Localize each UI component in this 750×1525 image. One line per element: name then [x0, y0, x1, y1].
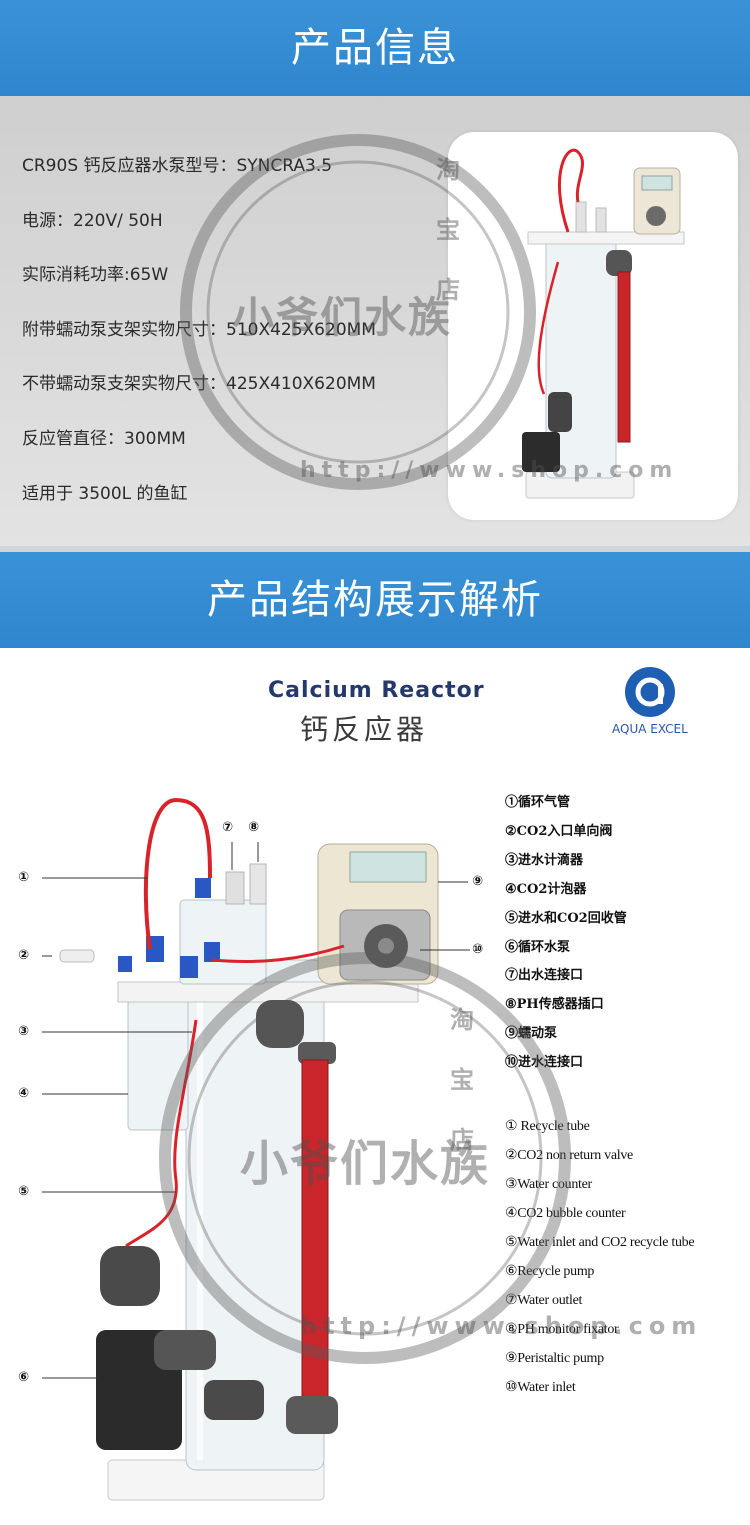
- brand-title-en: Calcium Reactor: [268, 678, 485, 703]
- legend-en-item: ⑤Water inlet and CO2 recycle tube: [505, 1235, 695, 1250]
- callout-2: ②: [18, 948, 30, 963]
- product-photo-card: [448, 132, 738, 520]
- legend-en-item: ⑧PH monitor fixator: [505, 1322, 619, 1337]
- spec-tube-diameter: 反应管直径：300MM: [22, 429, 186, 449]
- callout-8: ⑧: [248, 820, 260, 835]
- legend-cn-item: ②CO2入口单向阀: [505, 824, 613, 839]
- watermark-url: http://www.shop.com: [300, 1312, 703, 1340]
- section-header-product-info: 产品信息: [0, 0, 750, 96]
- callout-4: ④: [18, 1086, 30, 1101]
- legend-cn-item: ⑤进水和CO2回收管: [505, 911, 627, 926]
- callout-3: ③: [18, 1024, 30, 1039]
- spec-pump-model: CR90S 钙反应器水泵型号：SYNCRA3.5: [22, 156, 333, 176]
- callout-10: ⑩: [472, 942, 484, 957]
- callout-6: ⑥: [18, 1370, 30, 1385]
- legend-en-item: ③Water counter: [505, 1177, 592, 1192]
- legend-en-item: ④CO2 bubble counter: [505, 1206, 626, 1221]
- spec-consumption: 实际消耗功率:65W: [22, 265, 169, 285]
- spec-size-without-bracket: 不带蠕动泵支架实物尺寸：425X410X620MM: [22, 374, 376, 394]
- legend-en-item: ②CO2 non return valve: [505, 1148, 633, 1163]
- callout-5: ⑤: [18, 1184, 30, 1199]
- legend-cn-item: ⑦出水连接口: [505, 968, 584, 983]
- legend-en-item: ① Recycle tube: [505, 1119, 590, 1134]
- spec-power: 电源：220V/ 50H: [22, 211, 163, 231]
- legend-en-item: ⑨Peristaltic pump: [505, 1351, 604, 1366]
- section-title: 产品结构展示解析: [207, 577, 543, 623]
- section-title: 产品信息: [291, 25, 459, 71]
- watermark-store-label: 淘宝店: [450, 1006, 504, 1154]
- callout-9: ⑨: [472, 874, 484, 889]
- legend-cn-item: ③进水计滴器: [505, 853, 584, 868]
- legend-en-item: ⑩Water inlet: [505, 1380, 576, 1395]
- aqua-excel-logo-icon: [625, 667, 675, 717]
- legend-en-item: ⑦Water outlet: [505, 1293, 583, 1308]
- reactor-photo-small: [522, 148, 685, 499]
- legend-cn-item: ⑨蠕动泵: [505, 1026, 558, 1041]
- watermark-store-name: 小爷们水族: [232, 293, 453, 342]
- legend-cn-item: ⑥循环水泵: [505, 940, 571, 955]
- legend-en-item: ⑥Recycle pump: [505, 1264, 595, 1279]
- section-header-structure: 产品结构展示解析: [0, 552, 750, 648]
- logo-brand-name: AQUA EXCEL: [612, 722, 688, 736]
- callout-1: ①: [18, 870, 30, 885]
- callout-7: ⑦: [222, 820, 234, 835]
- reactor-diagram: [42, 797, 470, 1501]
- watermark-store-name: 小爷们水族: [240, 1136, 491, 1192]
- spec-size-with-bracket: 附带蠕动泵支架实物尺寸：510X425X620MM: [22, 320, 376, 340]
- watermark-url: http://www.shop.com: [300, 458, 679, 483]
- section-divider: [0, 546, 750, 552]
- watermark-store-label: 淘宝店: [436, 156, 490, 304]
- legend-cn-item: ⑩进水连接口: [505, 1055, 584, 1070]
- legend-cn-item: ④CO2计泡器: [505, 882, 587, 897]
- spec-tank-size: 适用于 3500L 的鱼缸: [22, 484, 188, 504]
- brand-title-cn: 钙反应器: [300, 713, 429, 746]
- legend-cn-item: ①循环气管: [505, 795, 571, 810]
- legend-cn-item: ⑧PH传感器插口: [505, 997, 604, 1012]
